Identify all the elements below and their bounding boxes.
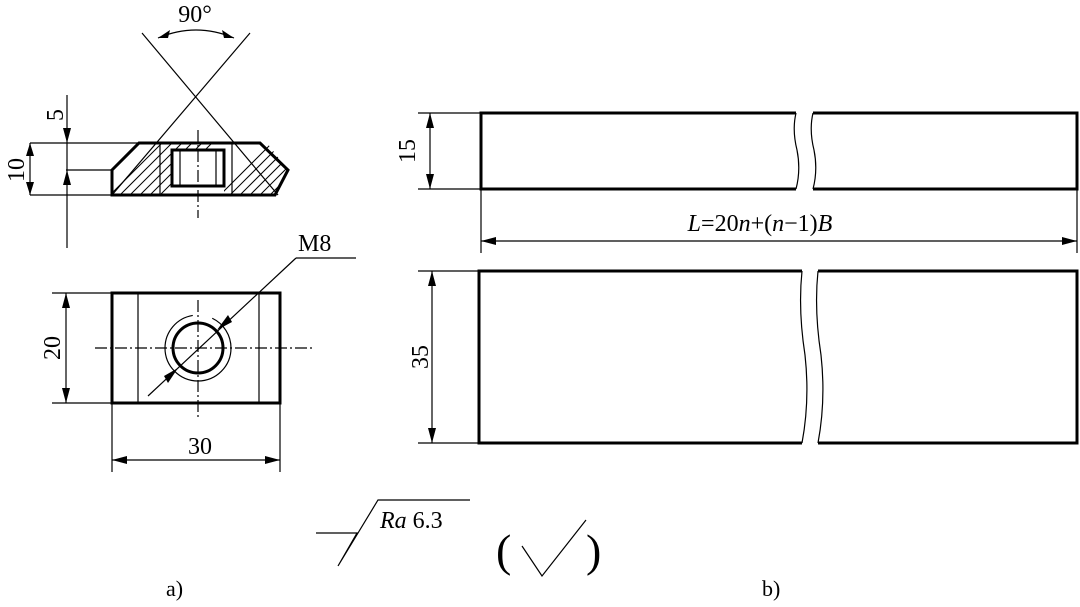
part-b-strip-35: 35: [408, 269, 1079, 445]
surface-finish-symbol: Ra 6.3 ( ): [316, 499, 601, 578]
caption-a: a): [166, 576, 183, 601]
strip-35-left: [477, 269, 802, 445]
caption-b: b): [762, 576, 780, 601]
angle-label: 90°: [178, 2, 212, 28]
ra-value: 6.3: [413, 508, 443, 534]
construction-line-left: [141, 32, 279, 196]
ra-symbol: Ra: [379, 508, 407, 534]
paren-open: (: [496, 525, 511, 576]
length-formula: L=20n+(n−1)B: [687, 211, 833, 237]
strip-15-right: [813, 111, 1079, 191]
dim-5-label: 5: [43, 109, 69, 121]
dim-10-label: 10: [4, 158, 30, 182]
strip-15-left: [479, 111, 796, 191]
part-a-top-view: M8 20 30: [40, 231, 356, 472]
dim-35-label: 35: [408, 345, 434, 369]
angle-arrow-right: [222, 30, 234, 38]
thread-label: M8: [298, 231, 331, 257]
dim-20-label: 20: [40, 336, 66, 360]
dim-15-label: 15: [395, 139, 421, 163]
svg-text:Ra 6.3: Ra 6.3: [379, 508, 443, 534]
angle-arrow-left: [158, 30, 170, 38]
paren-close: ): [586, 525, 601, 576]
thread-minor-circle: [171, 321, 225, 375]
part-a-section-view: 90°: [4, 2, 290, 248]
construction-line-right: [111, 32, 251, 196]
other-surfaces-check: [521, 519, 587, 578]
thread-major-circle: [164, 314, 232, 382]
strip-35-right: [818, 269, 1079, 445]
part-b-strip-15: 15 L=20n+(n−1)B: [395, 111, 1079, 253]
surface-finish-check: [316, 499, 470, 567]
dim-30-label: 30: [188, 434, 212, 460]
